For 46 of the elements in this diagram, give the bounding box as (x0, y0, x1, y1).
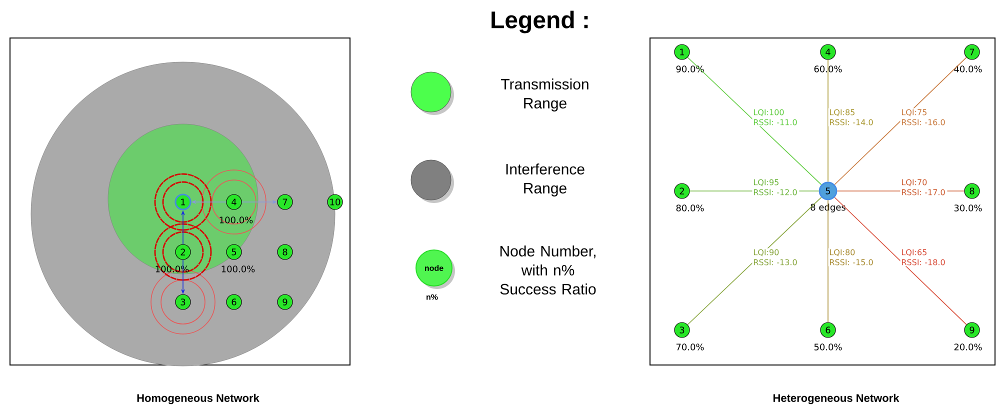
network-node: 6 (820, 322, 836, 338)
legend-text: Interference Range (506, 164, 584, 196)
network-node: 7 (277, 194, 293, 210)
legend-text: Transmission Range (501, 78, 588, 112)
edge-label: LQI:70 RSSI: -17.0 (900, 178, 948, 196)
network-node: 9 (964, 322, 980, 338)
edge-label: LQI:90 RSSI: -13.0 (752, 248, 800, 266)
edge-label: LQI:100 RSSI: -11.0 (752, 108, 800, 126)
network-node: 7 (964, 44, 980, 60)
network-node: 1 (174, 194, 192, 210)
network-node: 8 (964, 183, 980, 199)
network-node: 8 (277, 244, 293, 260)
success-ratio: 30.0% (953, 204, 983, 212)
network-node: 5 (818, 182, 838, 200)
legend-title: Legend : (492, 10, 588, 34)
network-node: 2 (175, 244, 191, 260)
success-ratio: 100.0% (222, 266, 255, 272)
link-line (687, 56, 822, 186)
link-line (687, 196, 822, 326)
success-ratio: 80.0% (675, 204, 705, 212)
edge-label: LQI:75 RSSI: -16.0 (900, 108, 948, 126)
legend-text: Node Number, with n% Success Ratio (500, 246, 596, 294)
network-node: 9 (277, 294, 293, 310)
network-node: 5 (226, 244, 242, 260)
network-node: 4 (820, 44, 836, 60)
link-line (834, 57, 967, 186)
edge-label: LQI:95 RSSI: -12.0 (752, 178, 800, 196)
network-node: 1 (674, 44, 690, 60)
success-ratio: n% (426, 294, 438, 300)
legend-node-sample: node (416, 250, 455, 289)
success-ratio: 70.0% (675, 343, 705, 351)
network-node: 6 (226, 294, 242, 310)
edge-label: LQI:80 RSSI: -15.0 (828, 248, 876, 266)
success-ratio: 20.0% (953, 343, 983, 351)
network-node: 4 (226, 194, 242, 210)
edge-label: LQI:85 RSSI: -14.0 (828, 108, 876, 126)
edge-label: LQI:65 RSSI: -18.0 (900, 248, 948, 266)
success-ratio: 50.0% (813, 343, 843, 351)
network-node: 2 (674, 183, 690, 199)
link-line (834, 197, 967, 325)
panel-caption: Homogeneous Network (137, 394, 260, 404)
network-node: 3 (674, 322, 690, 338)
network-node: 10 (327, 194, 343, 210)
panel-caption: Heterogeneous Network (773, 394, 900, 404)
network-node: 3 (175, 294, 191, 310)
success-ratio: 40.0% (953, 65, 983, 73)
